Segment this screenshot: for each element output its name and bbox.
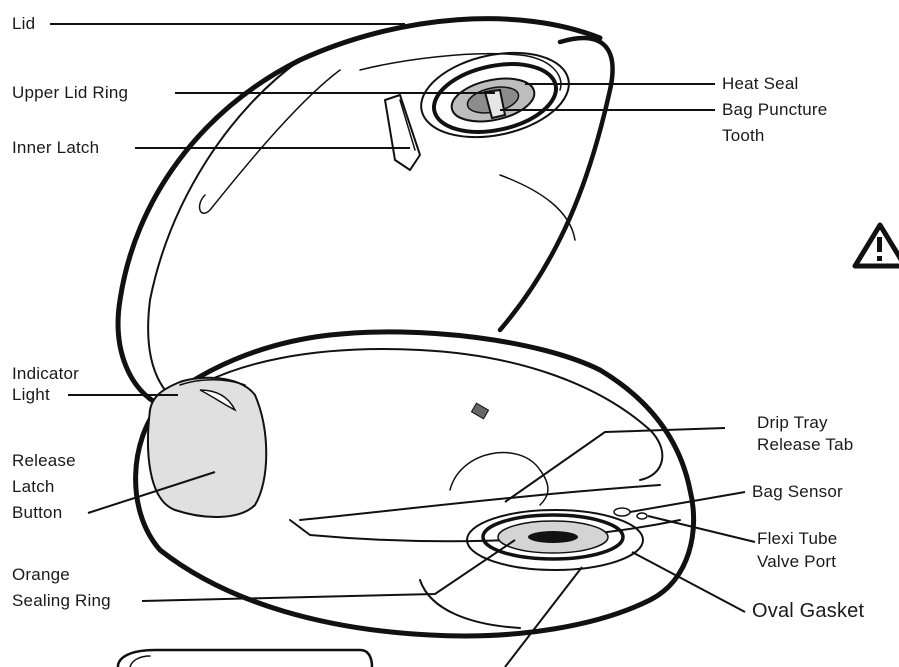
label-flexi-tube-line2: Valve Port: [757, 552, 837, 571]
inset-box-partial: [116, 648, 374, 667]
label-inner-latch: Inner Latch: [12, 138, 100, 157]
label-indicator-light-line1: Indicator: [12, 364, 80, 383]
label-bag-sensor: Bag Sensor: [752, 482, 843, 501]
label-heat-seal: Heat Seal: [722, 74, 799, 93]
leader-bottom: [504, 566, 583, 667]
label-flexi-tube-line1: Flexi Tube: [757, 529, 838, 548]
release-latch-button-shape: [147, 376, 268, 518]
leader-release-latch: [87, 471, 216, 514]
leader-orange-sealing-ring: [141, 539, 516, 602]
inner-latch-shape: [384, 94, 421, 171]
oval-gasket-shape: [466, 509, 644, 571]
label-oval-gasket: Oval Gasket: [752, 600, 865, 622]
label-release-latch-line3: Button: [12, 503, 63, 522]
label-bag-puncture-tooth-line2: Tooth: [722, 126, 765, 145]
warning-triangle-icon: [852, 222, 899, 269]
leader-drip-tray: [504, 427, 726, 503]
lid-shell: [115, 16, 615, 408]
label-drip-tray-line2: Release Tab: [757, 435, 854, 454]
leader-flexi-tube: [647, 515, 756, 543]
leader-bag-sensor: [629, 491, 746, 513]
label-drip-tray-line1: Drip Tray: [757, 413, 828, 432]
label-release-latch-line2: Latch: [12, 477, 55, 496]
label-upper-lid-ring: Upper Lid Ring: [12, 83, 129, 102]
label-orange-sealing-ring-line1: Orange: [12, 565, 70, 584]
label-indicator-light-line2: Light: [12, 385, 50, 404]
label-bag-puncture-tooth-line1: Bag Puncture: [722, 100, 828, 119]
label-lid: Lid: [12, 14, 36, 33]
label-release-latch-line1: Release: [12, 451, 76, 470]
leader-oval-gasket: [631, 551, 746, 613]
label-orange-sealing-ring-line2: Sealing Ring: [12, 591, 111, 610]
base-body: [133, 329, 697, 639]
